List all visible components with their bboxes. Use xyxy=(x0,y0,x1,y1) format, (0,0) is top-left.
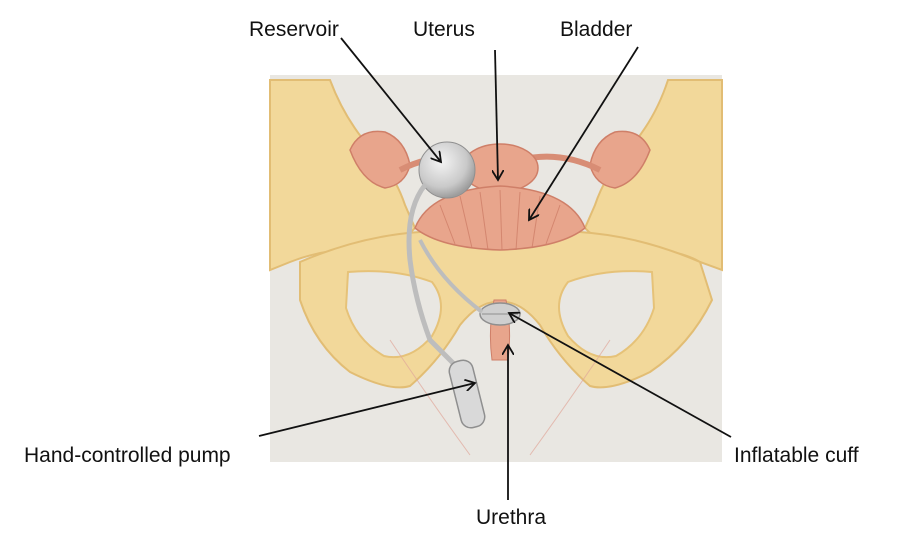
label-reservoir: Reservoir xyxy=(249,18,339,41)
label-bladder: Bladder xyxy=(560,18,633,41)
reservoir-device xyxy=(418,141,476,199)
arrow-pump xyxy=(258,383,475,437)
pump-device xyxy=(448,359,486,429)
label-inflatable-cuff: Inflatable cuff xyxy=(734,444,859,467)
illustration xyxy=(269,75,723,462)
callout-arrows xyxy=(258,37,732,500)
tubing xyxy=(406,183,462,372)
arrow-reservoir xyxy=(340,37,441,162)
arrow-cuff xyxy=(509,313,732,438)
tubing-to-cuff xyxy=(418,239,484,314)
label-hand-controlled-pump: Hand-controlled pump xyxy=(24,444,231,467)
arrow-uterus xyxy=(495,49,498,180)
label-uterus: Uterus xyxy=(413,18,475,41)
pelvic-opening-right xyxy=(558,270,656,358)
label-urethra: Urethra xyxy=(476,506,547,529)
vessel-lines xyxy=(389,339,611,456)
arrow-bladder xyxy=(529,46,639,220)
